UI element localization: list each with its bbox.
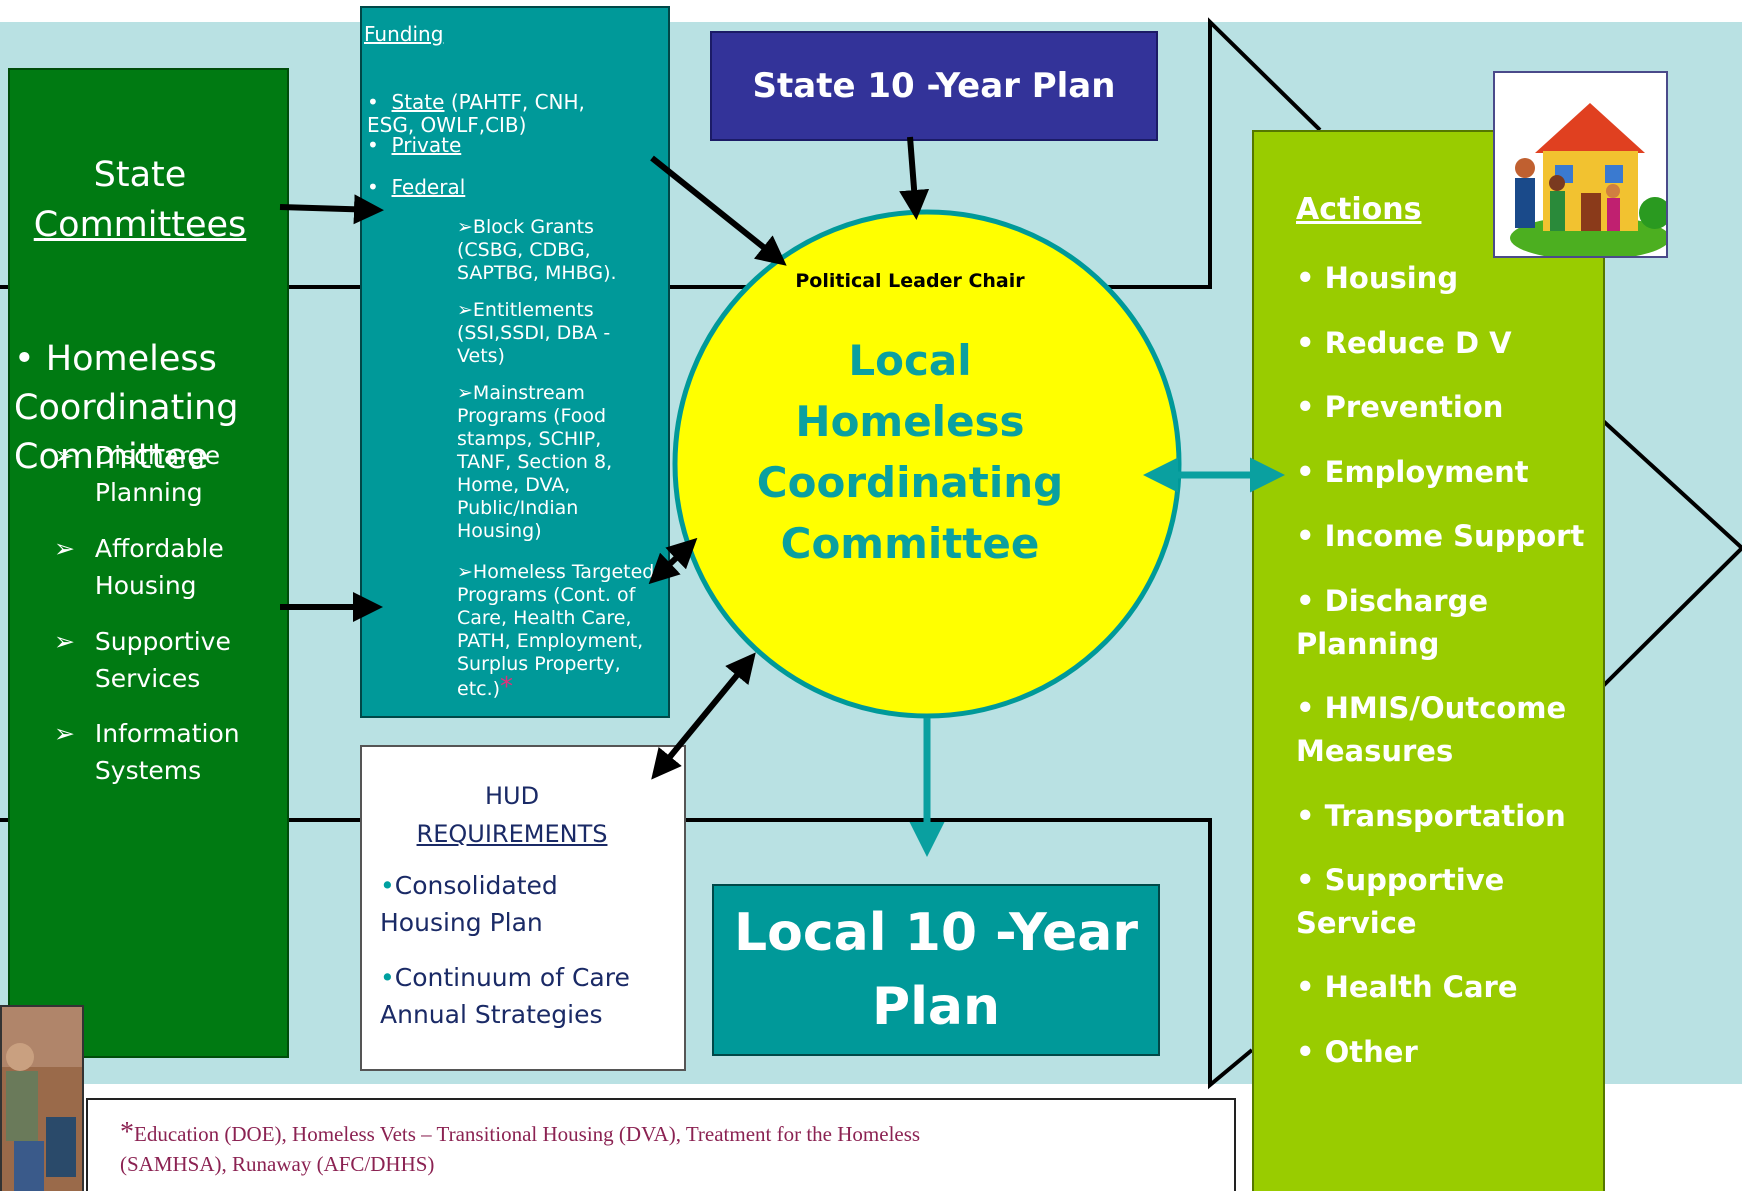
nested-label: Mainstream Programs (Food stamps, SCHIP,…	[457, 382, 613, 542]
hud-item-continuum-of-care: •Continuum of Care Annual Strategies	[380, 959, 670, 1033]
arrow-bullet-icon: ➢	[457, 216, 473, 238]
action-housing: • Housing	[1296, 261, 1459, 295]
hud-title-line1: HUD	[484, 782, 540, 810]
asterisk-mark: *	[500, 672, 514, 702]
arrow-bullet-icon: ➢	[54, 719, 75, 748]
nested-label: Entitlements (SSI,SSDI, DBA - Vets)	[457, 299, 611, 367]
sub-item-supportive-services: ➢ Supportive Services	[54, 623, 231, 697]
funding-state-label: State	[391, 90, 445, 114]
funding-private-label: Private	[391, 133, 462, 157]
footnote-asterisk: *	[120, 1117, 134, 1148]
arrow-bullet-icon: ➢	[457, 561, 473, 583]
outline-chevron-right	[1599, 417, 1742, 690]
hud-item-label: Continuum of Care Annual Strategies	[380, 963, 630, 1029]
family-house-illustration-icon	[1510, 103, 1671, 260]
arrow-bullet-icon: ➢	[457, 299, 473, 321]
bullet-icon: •	[367, 133, 379, 157]
arrow-state-to-funding	[279, 194, 384, 225]
sub-item-label: Information Systems	[94, 719, 240, 785]
arrow-circle-hud-bidirectional	[651, 652, 756, 780]
sub-item-information-systems: ➢ Information Systems	[54, 715, 240, 789]
footnote-body: Education (DOE), Homeless Vets – Transit…	[120, 1122, 921, 1176]
bullet-icon: •	[380, 963, 395, 992]
state-committees-title-line1: State	[93, 155, 187, 195]
actions-box: Actions • Housing • Reduce D V • Prevent…	[1252, 130, 1605, 1191]
action-health-care: • Health Care	[1296, 970, 1518, 1004]
action-discharge-planning: • Discharge Planning	[1296, 584, 1489, 661]
political-leader-chair-label: Political Leader Chair	[795, 270, 1025, 292]
local-homeless-coordinating-committee-title: Local Homeless Coordinating Committee	[756, 336, 1064, 568]
action-hmis-outcome-measures: • HMIS/Outcome Measures	[1296, 691, 1567, 768]
action-supportive-service: • Supportive Service	[1296, 863, 1505, 940]
funding-homeless-targeted-programs: ➢Homeless Targeted Programs (Cont. of Ca…	[457, 561, 662, 701]
family-house-picture	[1493, 71, 1671, 260]
sub-item-label: Supportive Services	[94, 627, 231, 693]
action-reduce-dv: • Reduce D V	[1296, 326, 1512, 360]
homeless-person-photo-icon	[2, 1007, 82, 1191]
arrow-bullet-icon: ➢	[54, 534, 75, 563]
local-10-year-plan-box: Local 10 -Year Plan	[712, 884, 1160, 1056]
action-income-support: • Income Support	[1296, 519, 1585, 553]
arrow-bullet-icon: ➢	[54, 627, 75, 656]
funding-federal-item: • Federal	[367, 176, 465, 199]
funding-entitlements: ➢Entitlements (SSI,SSDI, DBA - Vets)	[457, 299, 662, 368]
funding-state-item: • State (PAHTF, CNH, ESG, OWLF,CIB)	[367, 68, 667, 137]
sub-item-affordable-housing: ➢ Affordable Housing	[54, 530, 224, 604]
footnote-box: *Education (DOE), Homeless Vets – Transi…	[86, 1098, 1236, 1191]
action-transportation: • Transportation	[1296, 799, 1566, 833]
action-prevention: • Prevention	[1296, 390, 1504, 424]
action-employment: • Employment	[1296, 455, 1529, 489]
actions-title: Actions	[1296, 192, 1422, 227]
arrow-circle-funding-bidirectional	[648, 537, 698, 585]
hud-requirements-title: HUD REQUIREMENTS	[362, 777, 662, 853]
homeless-person-photo	[0, 1005, 84, 1191]
homeless-coordinating-committee-item: • Homeless Coordinating Committee	[14, 339, 239, 477]
footnote-text: *Education (DOE), Homeless Vets – Transi…	[120, 1118, 1220, 1179]
funding-block-grants: ➢Block Grants (CSBG, CDBG, SAPTBG, MHBG)…	[457, 216, 662, 285]
funding-mainstream-programs: ➢Mainstream Programs (Food stamps, SCHIP…	[457, 382, 662, 543]
funding-state-detail: (PAHTF, CNH, ESG, OWLF,CIB)	[367, 90, 585, 137]
bullet-icon: •	[367, 175, 379, 199]
arrow-state-plan-to-circle	[899, 136, 930, 220]
state-committees-title: State Committees	[10, 150, 270, 250]
action-other: • Other	[1296, 1035, 1418, 1069]
arrow-federal-to-circle	[650, 155, 787, 266]
sub-item-label: Affordable Housing	[94, 534, 224, 600]
hud-item-consolidated-housing-plan: •Consolidated Housing Plan	[380, 867, 670, 941]
funding-heading: Funding	[364, 22, 444, 46]
state-committees-box: State Committees • Homeless Coordinating…	[8, 68, 289, 1058]
state-10-year-plan-box: State 10 -Year Plan	[710, 31, 1158, 141]
funding-private-item: • Private	[367, 134, 461, 157]
state-committees-title-line2: Committees	[33, 205, 247, 245]
hud-title-line2: REQUIREMENTS	[416, 820, 608, 848]
hud-item-label: Consolidated Housing Plan	[380, 871, 558, 937]
sub-item-label: Discharge Planning	[94, 441, 221, 507]
nested-label: Block Grants (CSBG, CDBG, SAPTBG, MHBG).	[457, 216, 617, 284]
hud-requirements-box: HUD REQUIREMENTS •Consolidated Housing P…	[360, 745, 686, 1071]
funding-box: Funding • State (PAHTF, CNH, ESG, OWLF,C…	[360, 6, 670, 718]
arrow-bullet-icon: ➢	[54, 441, 75, 470]
nested-label: Homeless Targeted Programs (Cont. of Car…	[457, 561, 655, 700]
funding-federal-label: Federal	[391, 175, 466, 199]
bullet-icon: •	[367, 90, 379, 114]
arrow-bullet-icon: ➢	[457, 382, 473, 404]
bullet-icon: •	[380, 871, 395, 900]
state-10-year-plan-label: State 10 -Year Plan	[752, 66, 1116, 106]
sub-item-discharge-planning: ➢ Discharge Planning	[54, 437, 220, 511]
